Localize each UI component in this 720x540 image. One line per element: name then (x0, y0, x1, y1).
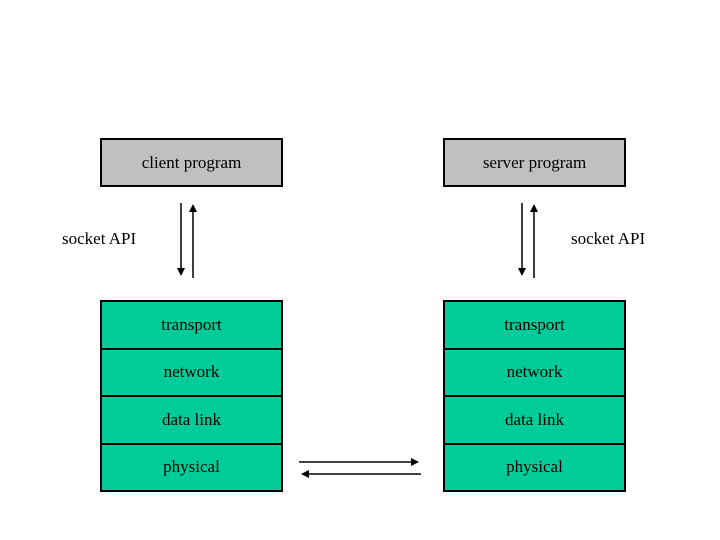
server-protocol-stack: transport network data link physical (443, 300, 626, 492)
server-program-label: server program (482, 152, 587, 172)
client-protocol-stack: transport network data link physical (100, 300, 283, 492)
client-program-box: client program (100, 138, 283, 187)
client-program-label: client program (141, 152, 242, 172)
server-network-label: network (506, 362, 563, 382)
client-socket-arrows-icon (177, 203, 197, 278)
client-socket-api-label: socket API (62, 229, 137, 248)
server-socket-arrows-icon (518, 203, 538, 278)
client-layer-physical: physical (102, 445, 281, 491)
client-layer-transport: transport (102, 302, 281, 350)
server-datalink-label: data link (504, 409, 564, 429)
client-layer-network: network (102, 350, 281, 397)
client-network-label: network (163, 362, 220, 382)
client-layer-datalink: data link (102, 397, 281, 445)
server-physical-label: physical (506, 457, 563, 477)
client-physical-label: physical (163, 457, 220, 477)
server-layer-physical: physical (445, 445, 624, 491)
server-layer-transport: transport (445, 302, 624, 350)
client-datalink-label: data link (161, 409, 221, 429)
server-program-box: server program (443, 138, 626, 187)
server-socket-api-label: socket API (571, 229, 646, 248)
server-layer-datalink: data link (445, 397, 624, 445)
server-transport-label: transport (504, 314, 565, 334)
client-transport-label: transport (161, 314, 222, 334)
server-layer-network: network (445, 350, 624, 397)
physical-link-arrows-icon (299, 458, 421, 478)
